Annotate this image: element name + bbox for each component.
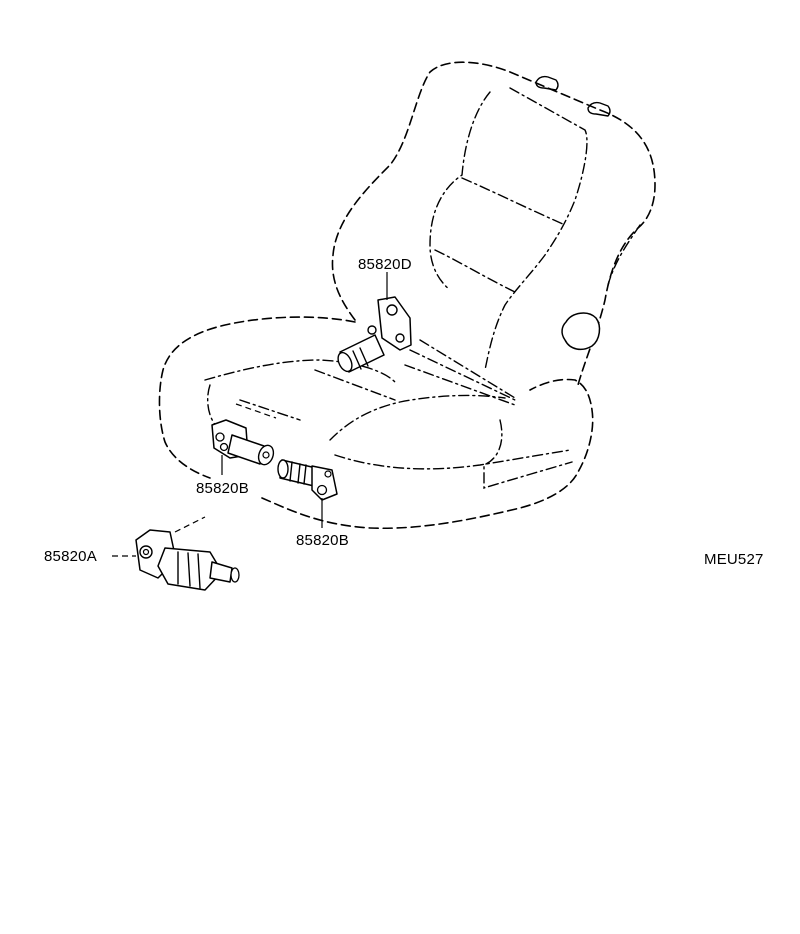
leader-lines (112, 272, 388, 557)
callout-85820B-rear-label: 85820B (296, 532, 349, 549)
callout-85820D-label: 85820D (358, 256, 412, 273)
rear-vertical-motor-85820B (277, 459, 338, 501)
seat-outline (158, 61, 656, 530)
callout-85820A-label: 85820A (44, 548, 97, 565)
slide-motor-85820A (135, 529, 240, 591)
recline-motor-85820D (337, 296, 412, 373)
callout-85820B-front-label: 85820B (196, 480, 249, 497)
reference-code: MEU527 (704, 551, 764, 568)
front-vertical-motor-85820B (211, 419, 275, 466)
